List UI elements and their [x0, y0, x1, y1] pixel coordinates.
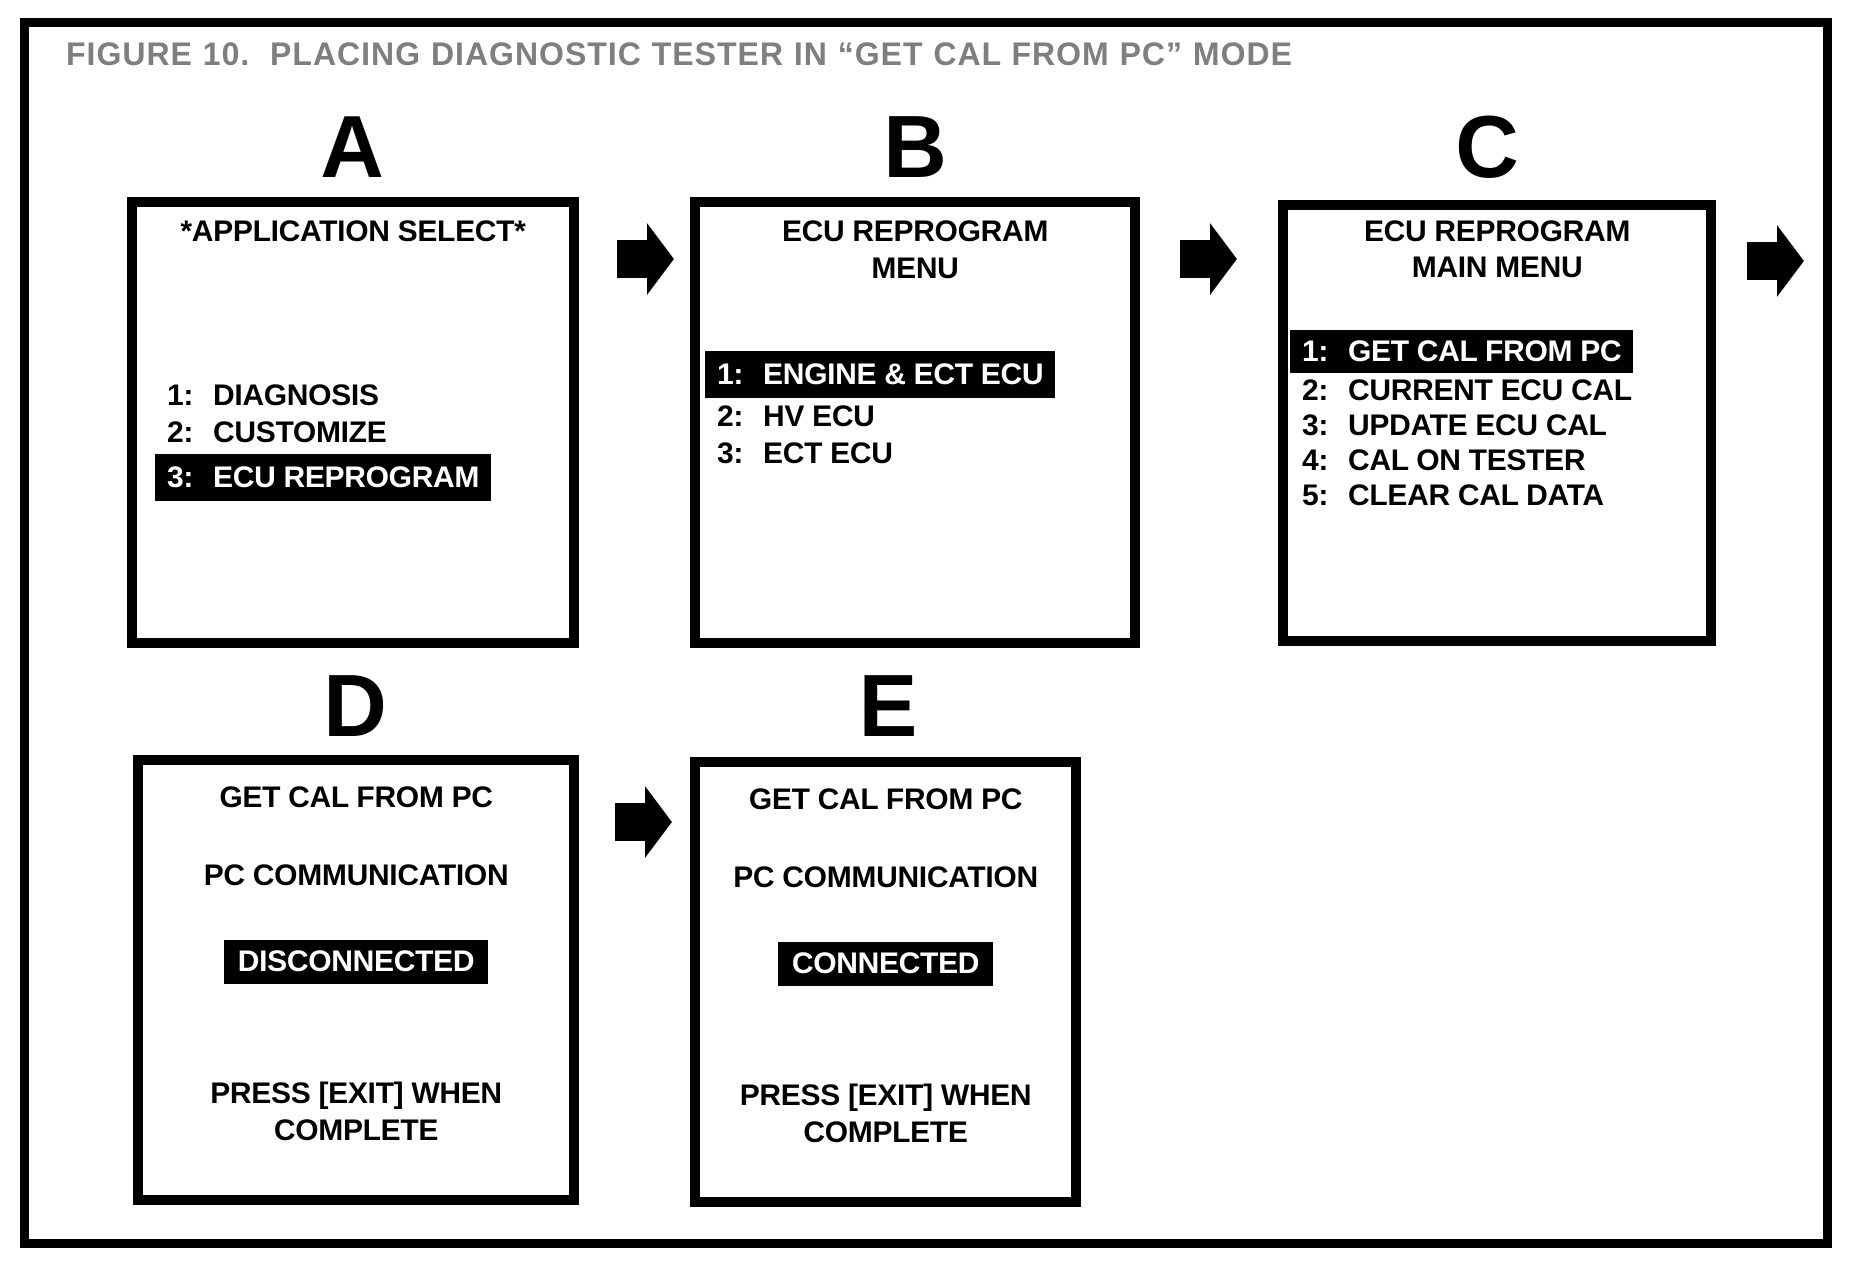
screen-e-footer-line2: COMPLETE [803, 1116, 968, 1149]
screen-b-menu: 1: ENGINE & ECT ECU 2: HV ECU 3: ECT ECU [705, 348, 1056, 472]
screen-c-menu: 1: GET CAL FROM PC 2: CURRENT ECU CAL 3: UP… [1290, 328, 1634, 513]
screen-c-title-line2: MAIN MENU [1411, 251, 1583, 284]
screen-d-footer: PRESS [EXIT] WHEN COMPLETE [143, 1075, 569, 1149]
menu-item-label: CLEAR CAL DATA [1348, 479, 1604, 512]
menu-item-label: ENGINE & ECT ECU [763, 358, 1044, 391]
step-label-b: B [883, 97, 947, 196]
screen-e-status-row: CONNECTED [700, 942, 1071, 986]
menu-item-number: 2: [167, 416, 194, 449]
menu-item-number: 1: [167, 379, 194, 412]
menu-item-label: CAL ON TESTER [1348, 444, 1586, 477]
screen-b-title: ECU REPROGRAM MENU [700, 213, 1130, 287]
menu-item-label: HV ECU [763, 400, 875, 433]
menu-item-label: CUSTOMIZE [213, 416, 387, 449]
menu-item-update-ecu-cal: 3: UPDATE ECU CAL [1302, 408, 1633, 443]
menu-item-clear-cal-data: 5: CLEAR CAL DATA [1302, 478, 1633, 513]
step-label-e: E [858, 656, 918, 755]
screen-e-footer-line1: PRESS [EXIT] WHEN [739, 1079, 1032, 1112]
menu-item-number: 3: [167, 461, 194, 494]
screen-a-menu: 1: DIAGNOSIS 2: CUSTOMIZE 3: ECU REPROGRAM [155, 377, 492, 501]
menu-item-number: 3: [717, 437, 744, 470]
step-label-d: D [323, 656, 387, 755]
menu-item-number: 1: [1302, 335, 1329, 368]
screen-b-title-line1: ECU REPROGRAM [781, 215, 1049, 248]
menu-item-number: 2: [1302, 374, 1329, 407]
menu-item-cal-on-tester: 4: CAL ON TESTER [1302, 443, 1633, 478]
arrow-right-icon [1747, 222, 1805, 300]
screen-e-footer: PRESS [EXIT] WHEN COMPLETE [700, 1077, 1071, 1151]
screen-e-heading: GET CAL FROM PC [748, 783, 1023, 816]
menu-item-label: DIAGNOSIS [213, 379, 379, 412]
menu-item-label: UPDATE ECU CAL [1348, 409, 1607, 442]
screen-c-title-line1: ECU REPROGRAM [1363, 215, 1631, 248]
screen-d-heading: GET CAL FROM PC [219, 781, 493, 814]
menu-item-ecu-reprogram-selected: 3: ECU REPROGRAM [155, 454, 492, 501]
screen-d-status-row: DISCONNECTED [143, 940, 569, 984]
menu-item-label: GET CAL FROM PC [1348, 335, 1622, 368]
screen-e-subheading: PC COMMUNICATION [733, 861, 1038, 894]
menu-item-label: CURRENT ECU CAL [1348, 374, 1632, 407]
arrow-right-icon [1180, 220, 1238, 298]
menu-item-engine-ect-ecu-selected: 1: ENGINE & ECT ECU [705, 351, 1056, 398]
menu-item-number: 1: [717, 358, 744, 391]
screen-d-subheading: PC COMMUNICATION [203, 859, 509, 892]
screen-d-footer-line1: PRESS [EXIT] WHEN [210, 1077, 502, 1110]
menu-item-number: 5: [1302, 479, 1329, 512]
tester-screen-b-ecu-reprogram-menu: ECU REPROGRAM MENU 1: ENGINE & ECT ECU 2: H… [690, 197, 1140, 648]
menu-item-hv-ecu: 2: HV ECU [717, 398, 1055, 435]
menu-item-diagnosis: 1: DIAGNOSIS [167, 377, 491, 414]
status-badge-disconnected: DISCONNECTED [223, 940, 489, 984]
tester-screen-a-application-select: *APPLICATION SELECT* 1: DIAGNOSIS 2: CUSTO… [127, 197, 579, 648]
menu-item-number: 4: [1302, 444, 1329, 477]
menu-item-number: 3: [1302, 409, 1329, 442]
menu-item-ect-ecu: 3: ECT ECU [717, 435, 1055, 472]
menu-item-current-ecu-cal: 2: CURRENT ECU CAL [1302, 373, 1633, 408]
status-badge-connected: CONNECTED [777, 942, 994, 986]
menu-item-get-cal-from-pc-selected: 1: GET CAL FROM PC [1290, 330, 1634, 373]
screen-a-title: *APPLICATION SELECT* [180, 215, 526, 248]
screen-d-footer-line2: COMPLETE [273, 1114, 439, 1147]
tester-screen-e-pc-connected: GET CAL FROM PC PC COMMUNICATION CONNECT… [690, 757, 1081, 1207]
screen-b-title-line2: MENU [871, 252, 959, 285]
figure-caption: FIGURE 10. PLACING DIAGNOSTIC TESTER IN … [66, 36, 1293, 72]
menu-item-label: ECU REPROGRAM [213, 461, 480, 494]
menu-item-label: ECT ECU [763, 437, 893, 470]
step-label-c: C [1455, 97, 1519, 196]
step-label-a: A [320, 97, 384, 196]
menu-item-customize: 2: CUSTOMIZE [167, 414, 491, 451]
tester-screen-d-pc-disconnected: GET CAL FROM PC PC COMMUNICATION DISCONN… [133, 755, 579, 1205]
arrow-right-icon [615, 783, 673, 861]
arrow-right-icon [617, 220, 675, 298]
menu-item-number: 2: [717, 400, 744, 433]
